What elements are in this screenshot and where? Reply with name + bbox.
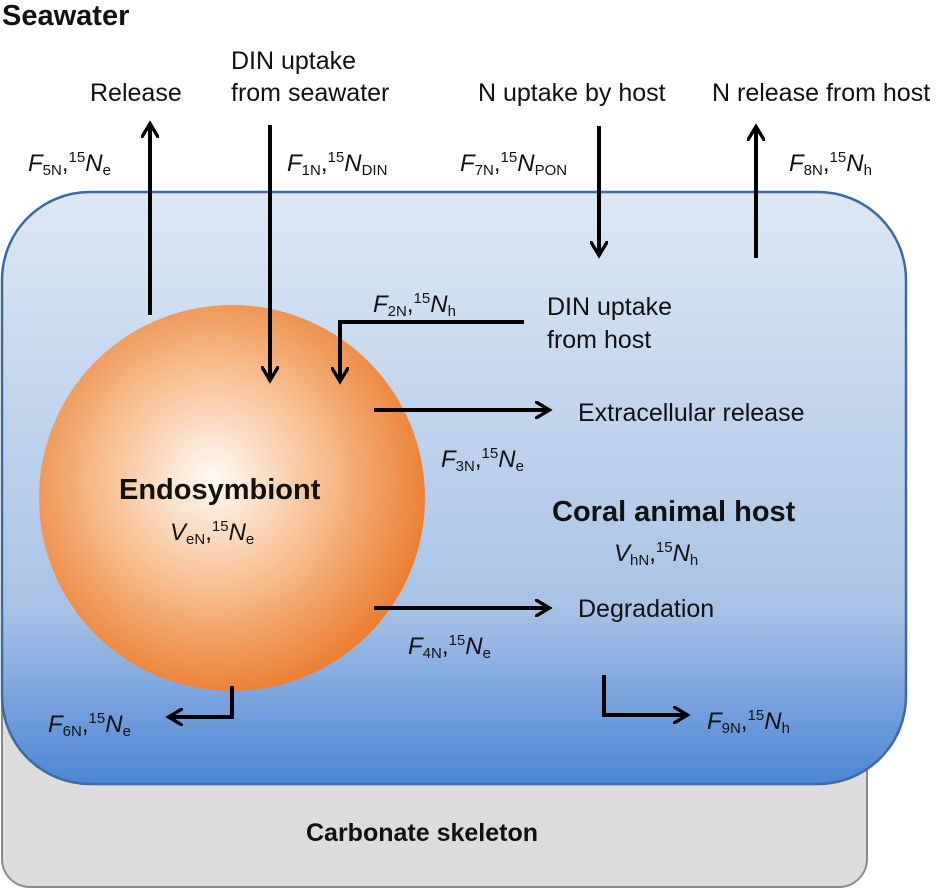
flux-f3-label: F3N,15Ne [441, 445, 524, 475]
seawater-label: Seawater [2, 0, 130, 32]
coral-host-label: Coral animal host [552, 496, 796, 528]
pool-host-label: VhN,15Nh [614, 539, 699, 569]
arrow-din-uptake-host-f2 [340, 320, 524, 380]
release-label: Release [90, 79, 182, 107]
flux-f5-label: F5N,15Ne [28, 149, 111, 179]
flux-f7-label: F7N,15NPON [460, 149, 568, 179]
flux-f6-label: F6N,15Ne [48, 710, 131, 740]
degradation-label: Degradation [578, 595, 715, 623]
endosymbiont-label: Endosymbiont [119, 474, 321, 506]
arrow-endosymbiont-loss-f6 [170, 686, 234, 717]
pool-endosymbiont-label: VeN,15Ne [170, 518, 255, 548]
flux-f2-label: F2N,15Nh [373, 290, 456, 320]
flux-f8-label: F8N,15Nh [789, 149, 872, 179]
din-uptake-seawater-label-line1: DIN uptake [231, 47, 357, 75]
extracellular-release-label: Extracellular release [578, 399, 805, 427]
din-uptake-host-label-line2: from host [547, 326, 652, 354]
flux-f4-label: F4N,15Ne [408, 632, 491, 662]
din-uptake-host-label-line1: DIN uptake [547, 293, 673, 321]
din-uptake-seawater-label-line2: from seawater [231, 79, 390, 107]
flux-f9-label: F9N,15Nh [707, 707, 790, 737]
n-uptake-host-label: N uptake by host [478, 79, 666, 107]
carbonate-skeleton-label: Carbonate skeleton [306, 819, 539, 847]
endosymbiont-sphere [39, 305, 425, 691]
n-release-host-label: N release from host [712, 79, 931, 107]
arrow-host-loss-f9 [602, 675, 686, 715]
flux-f1-label: F1N,15NDIN [287, 149, 388, 179]
